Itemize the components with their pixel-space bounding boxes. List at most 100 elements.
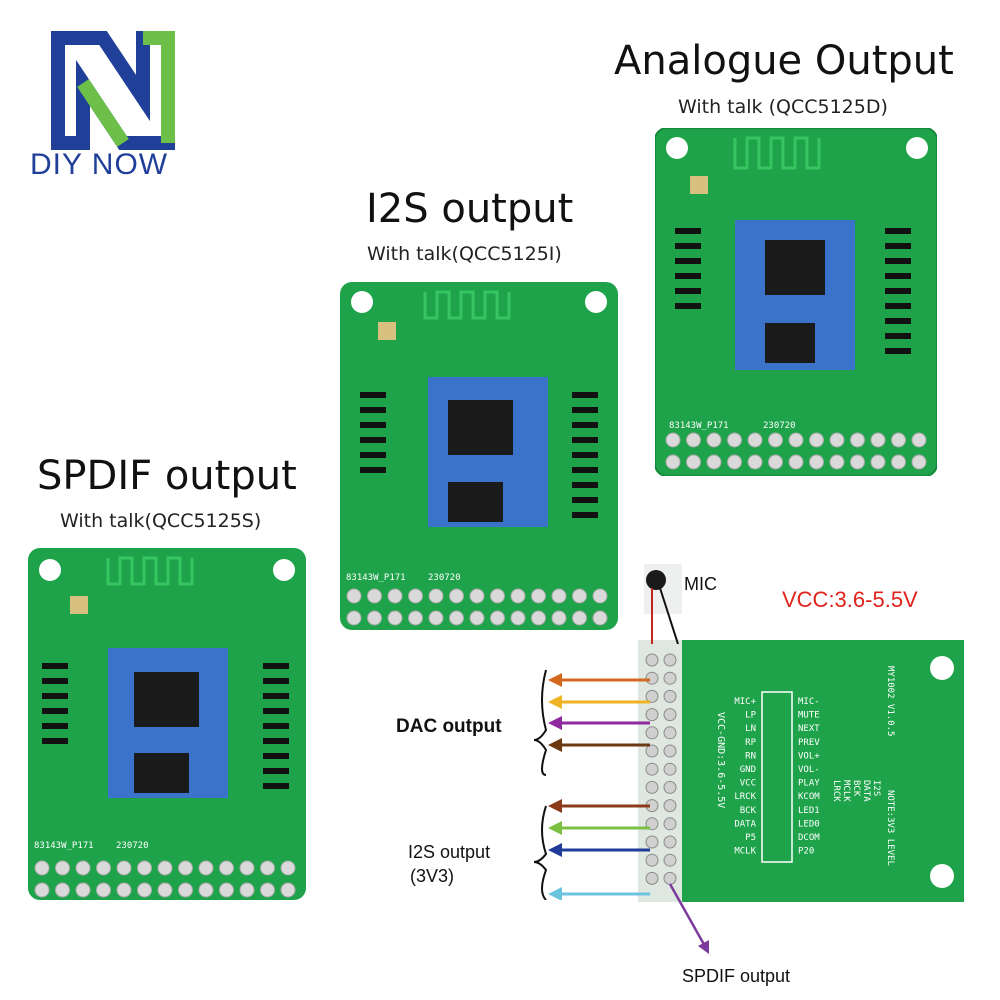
i2s-block-label: I2S [871,780,881,796]
pin-hole [663,744,677,758]
header-pad [137,860,152,876]
i2s-board-date: 230720 [428,573,461,583]
header-pad [408,610,423,626]
pin-hole [663,835,677,849]
pin-label-right: LED0 [798,819,820,829]
header-pad [157,882,173,898]
header-pad [219,882,234,898]
header-pad [850,454,865,470]
header-pad [239,882,255,898]
header-pad [551,588,567,604]
pin-hole [645,853,659,867]
pin-label-left: RN [745,751,756,761]
arrow-head-icon [548,738,562,752]
i2s-block-label: MCLK [841,780,851,802]
pin-hole [645,708,659,722]
header-pad [870,454,886,470]
pinout-board: MIC+LPLNRPRNGNDVCCLRCKBCKDATAP5MCLKMIC-M… [638,640,964,902]
header-pad [116,860,132,876]
header-pad [387,588,403,604]
header-pad [727,454,742,470]
pin-label-right: KCOM [798,792,820,802]
analogue-subtitle: With talk (QCC5125D) [678,96,888,118]
header-pad [239,860,255,876]
arrow-head-icon [548,843,562,857]
pin-label-left: LP [745,711,756,721]
pin-hole [645,835,659,849]
header-pad [157,860,173,876]
header-pad [891,454,906,470]
analogue-board: 83143W_P171 230720 [655,128,937,476]
i2s-board: 83143W_P171 230720 [340,282,618,630]
header-pad [178,860,193,876]
header-pad [75,860,91,876]
pin-hole [645,871,659,885]
header-pad [727,432,742,448]
header-pad [870,432,886,448]
pin-hole [645,653,659,667]
pin-label-right: LED1 [798,806,820,816]
header-pad [747,432,763,448]
pin-label-left: VCC [740,779,756,789]
header-pad [572,588,587,604]
header-pad [768,432,783,448]
mic-assembly [644,564,682,644]
header-pad [346,610,362,626]
pin-label-right: MUTE [798,711,820,721]
header-pad [96,882,111,898]
i2s-block-label: LRCK [831,780,841,802]
pin-label-left: DATA [734,819,756,829]
pin-hole [645,689,659,703]
side-voltage-text: VCC-GND:3.6-5.5V [715,712,726,808]
pin-label-right: NEXT [798,724,820,734]
pin-hole [663,780,677,794]
header-pad [346,588,362,604]
header-pad [449,610,464,626]
header-pad [531,610,546,626]
header-pad [280,882,296,898]
analogue-board-code: 83143W_P171 [669,421,729,431]
header-pad [387,610,403,626]
header-pad [490,610,505,626]
header-pad [137,882,152,898]
header-pad [367,610,382,626]
header-pad [280,860,296,876]
pin-hole [663,671,677,685]
header-pad [829,432,845,448]
pin-label-left: LRCK [734,792,756,802]
header-pad [34,882,50,898]
mic-icon [646,570,666,590]
header-pad [96,860,111,876]
pin-hole [663,762,677,776]
spdif-title: SPDIF output [37,453,297,499]
header-pad [490,588,505,604]
pin-hole [663,853,677,867]
i2s-title: I2S output [366,186,574,232]
spdif-board-code: 83143W_P171 [34,841,94,851]
header-pad [116,882,132,898]
pin-label-left: MIC+ [734,697,756,707]
brand-name: DIY NOW [30,148,169,181]
arrow-head-icon [548,887,562,900]
pin-label-right: VOL+ [798,751,820,761]
spdif-output-label: SPDIF output [682,966,791,986]
board-note: NOTE:3V3 LEVEL [885,790,895,866]
header-pad [531,588,546,604]
header-pad [891,432,906,448]
pin-label-left: BCK [740,806,757,816]
i2s-board-code: 83143W_P171 [346,573,406,583]
header-pad [829,454,845,470]
pin-hole [645,726,659,740]
pin-hole [663,708,677,722]
header-pad [551,610,567,626]
pin-hole [663,799,677,813]
header-pad [428,588,444,604]
arrow-head-icon [548,716,562,730]
pin-hole [663,689,677,703]
header-pad [260,860,275,876]
header-pad [747,454,763,470]
header-pad [469,610,485,626]
header-pad [592,588,608,604]
header-pad [260,882,275,898]
pin-hole [645,744,659,758]
